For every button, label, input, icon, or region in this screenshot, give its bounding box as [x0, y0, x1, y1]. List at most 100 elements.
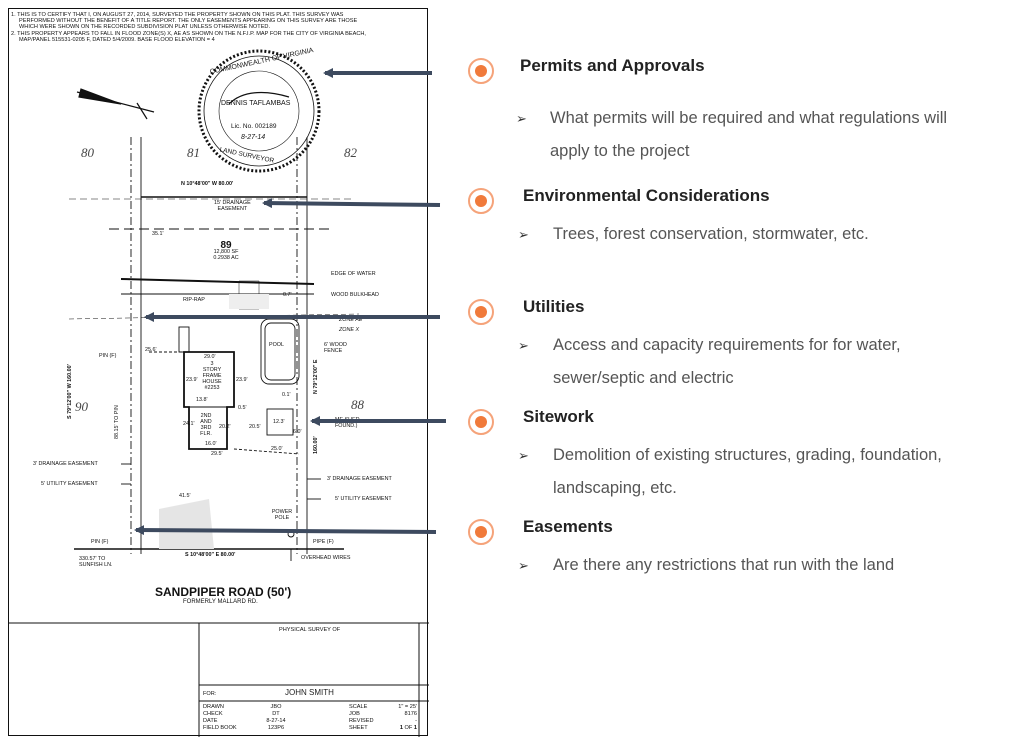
scale-label: SCALE — [349, 704, 368, 710]
north-arrow-icon — [76, 88, 155, 120]
pin-found-bottom: PIN (F) — [91, 539, 109, 545]
item-desc-line2: sewer/septic and electric — [553, 369, 734, 387]
lot-area-ac: 0.2938 AC — [213, 255, 239, 261]
arrowhead-bullet-icon: ➢ — [518, 227, 529, 242]
edge-of-water: EDGE OF WATER — [331, 271, 376, 277]
sheet-total: 1 — [413, 725, 417, 731]
dim-25-0: 25.0' — [271, 446, 283, 452]
item-desc-line2: landscaping, etc. — [553, 479, 677, 497]
dim-20-5: 20.5' — [249, 424, 261, 430]
drainage-easement-label: 15' DRAINAGE EASEMENT — [214, 200, 251, 212]
fieldbook-value: 123P6 — [267, 725, 285, 731]
utility-easement-left: 5' UTILITY EASEMENT — [41, 481, 98, 487]
overhead-wires: OVERHEAD WIRES — [301, 555, 351, 561]
wood-fence-label: 6' WOOD FENCE — [324, 342, 347, 354]
pipe-found: PIPE (F) — [313, 539, 334, 545]
dim-23-9-a: 23.9' — [186, 377, 198, 383]
drawn-label: DRAWN — [203, 704, 224, 710]
floor-line4: FLR. — [200, 431, 212, 437]
check-value: DT — [272, 711, 280, 717]
to-sunfish-line2: SUNFISH LN. — [79, 562, 113, 568]
pointer-arrow-icon — [134, 525, 437, 536]
item-title-permits: Permits and Approvals — [520, 56, 705, 75]
dim-35-1: 35.1' — [152, 231, 164, 237]
sheet-value: 1 OF 1 — [389, 725, 417, 732]
lot-80: 80 — [81, 145, 94, 160]
note-1-line-2: PERFORMED WITHOUT THE BENEFIT OF A TITLE… — [19, 18, 358, 25]
dim-25-6: 25.6' — [145, 347, 157, 353]
dim-0-5: 0.5' — [238, 405, 247, 411]
bearing-north: N 10°48'00" W 80.00' — [181, 181, 234, 187]
arrowhead-bullet-icon: ➢ — [516, 111, 527, 126]
power-pole-line1: POWER — [271, 509, 293, 515]
note-2-line-1: 2. THIS PROPERTY APPEARS TO FALL IN FLOO… — [11, 30, 366, 37]
sheet-of: OF — [404, 725, 413, 731]
item-desc-line1: Trees, forest conservation, stormwater, … — [553, 225, 869, 243]
to-sunfish-line1: 330.57' TO — [79, 556, 106, 562]
item-desc-environmental: Trees, forest conservation, stormwater, … — [553, 218, 1013, 251]
wood-bulkhead: WOOD BULKHEAD — [331, 292, 379, 298]
title-block-left-labels: DRAWN CHECK DATE FIELD BOOK — [203, 704, 237, 732]
note-1-line-1: 1. THIS IS TO CERTIFY THAT I, ON AUGUST … — [11, 12, 344, 18]
orange-circle-bullet-icon — [468, 519, 494, 545]
drainage-easement-right: 3' DRAINAGE EASEMENT — [327, 476, 392, 482]
title-block-for-label: FOR: — [203, 691, 217, 697]
item-title-sitework: Sitework — [523, 407, 594, 426]
item-desc-permits: What permits will be required and what r… — [550, 102, 1020, 168]
dim-20-2: 20.2' — [219, 424, 231, 430]
date-label: DATE — [203, 718, 218, 724]
house-line3: FRAME — [202, 373, 222, 379]
arrowhead-bullet-icon: ➢ — [518, 338, 529, 353]
surveyor-seal-icon — [197, 49, 321, 173]
dim-13-8: 13.8' — [196, 397, 208, 403]
dim-12-3: 12.3' — [273, 419, 285, 425]
zone-ae: ZONE AE — [339, 317, 363, 323]
fieldbook-label: FIELD BOOK — [203, 725, 237, 731]
zone-x: ZONE X — [339, 327, 360, 333]
house-label: 3 STORY FRAME HOUSE #2253 — [197, 361, 227, 391]
orange-circle-bullet-icon — [468, 58, 494, 84]
date-value: 8-27-14 — [266, 718, 286, 724]
lot-area-sf: 12,800 SF — [213, 249, 239, 255]
dim-29-0: 29.0' — [204, 354, 216, 360]
title-block-right-values: 1" = 25' 8176 - 1 OF 1 — [389, 704, 417, 732]
title-block-heading: PHYSICAL SURVEY OF — [279, 627, 341, 633]
drainage-easement-left: 3' DRAINAGE EASEMENT — [33, 461, 98, 467]
title-block-right-labels: SCALE JOB REVISED SHEET — [349, 704, 374, 732]
drainage-easement-line1: 15' DRAINAGE — [214, 200, 251, 206]
job-label: JOB — [349, 711, 360, 717]
seal-date: 8-27-14 — [241, 134, 266, 141]
item-desc-line2: apply to the project — [550, 142, 690, 160]
item-title-easements: Easements — [523, 517, 613, 536]
dim-0-7: 0.7' — [283, 292, 292, 298]
item-desc-utilities: Access and capacity requirements for for… — [553, 329, 1013, 395]
orange-circle-bullet-icon — [468, 299, 494, 325]
drawn-value: JBO — [270, 704, 282, 710]
floor-line1: 2ND — [200, 413, 212, 419]
item-desc-line1: Demolition of existing structures, gradi… — [553, 446, 942, 464]
item-desc-line1: Access and capacity requirements for for… — [553, 336, 901, 354]
dim-6-0: 6.0' — [293, 429, 302, 435]
note-1-line-3: WHICH WERE SHOWN ON THE RECORDED SUBDIVI… — [19, 24, 271, 31]
dim-41-5: 41.5' — [179, 493, 191, 499]
item-title-utilities: Utilities — [523, 297, 585, 316]
house-line2: STORY — [202, 367, 222, 373]
revised-value: - — [415, 718, 417, 724]
dim-23-9-b: 23.9' — [236, 377, 248, 383]
lot-81: 81 — [187, 145, 200, 160]
sheet-label: SHEET — [349, 725, 368, 731]
job-value: 8176 — [404, 711, 417, 717]
lot-89-info: 89 12,800 SF 0.2938 AC — [206, 240, 246, 262]
house-line1: 3 — [210, 361, 214, 367]
title-block-left-values: JBO DT 8-27-14 123P6 — [261, 704, 291, 732]
road-former-name: FORMERLY MALLARD RD. — [183, 599, 258, 605]
lot-89-number: 89 — [220, 240, 232, 251]
scale-value: 1" = 25' — [398, 704, 417, 710]
plat-notes: 1. THIS IS TO CERTIFY THAT I, ON AUGUST … — [11, 12, 366, 43]
title-block-client: JOHN SMITH — [285, 688, 334, 697]
dim-0-1: 0.1' — [282, 392, 291, 398]
rip-rap: RIP-RAP — [183, 297, 205, 303]
lot-82: 82 — [344, 145, 357, 160]
dim-29-5: 29.5' — [211, 451, 223, 457]
